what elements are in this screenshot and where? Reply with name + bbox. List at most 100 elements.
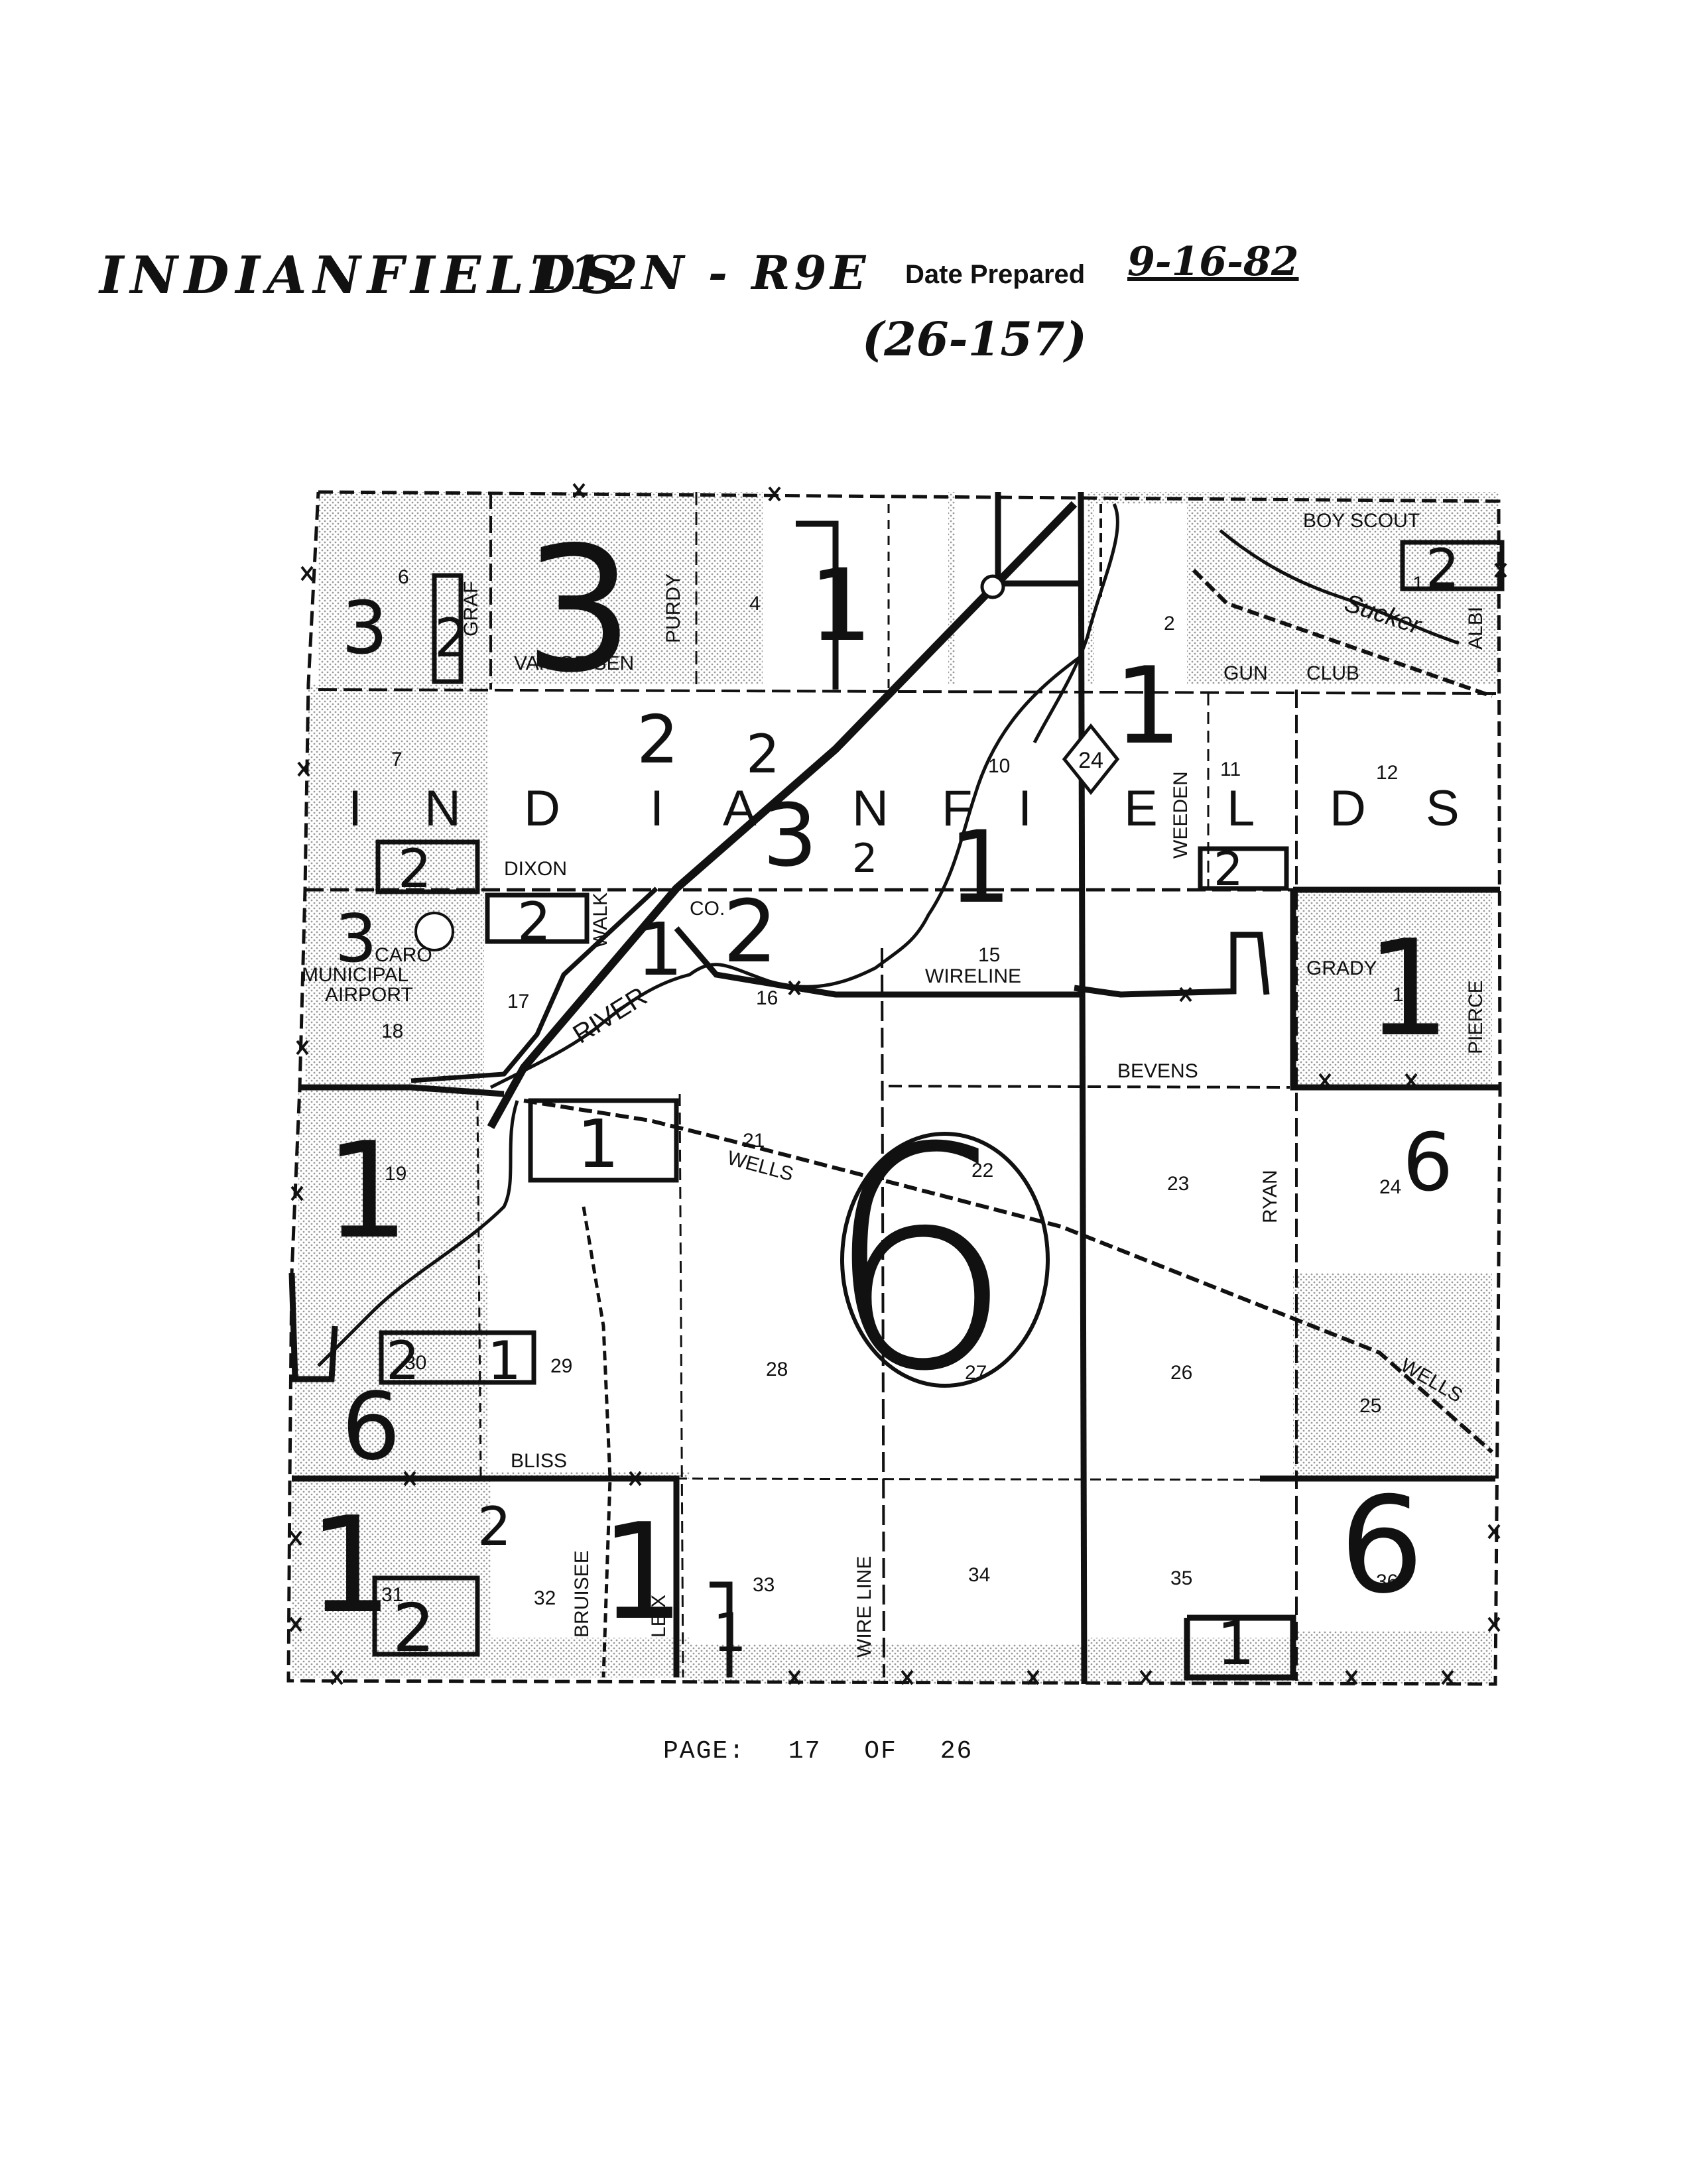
section-number: 28 xyxy=(766,1359,788,1380)
road-gun: GUN xyxy=(1223,662,1268,684)
boundary-ticks xyxy=(289,483,1507,1685)
section-number: 15 xyxy=(978,944,1000,966)
road-walk: WALK xyxy=(590,892,611,948)
zone-number: 2 xyxy=(517,891,551,953)
road-ryan: RYAN xyxy=(1259,1170,1281,1223)
town-letter: N xyxy=(852,780,889,837)
town-letter: L xyxy=(1227,780,1255,837)
map-code: (26-157) xyxy=(862,312,1087,367)
section-number: 25 xyxy=(1359,1395,1381,1417)
road-co: CO. xyxy=(690,898,725,920)
town-letter: A xyxy=(723,780,757,837)
zone-number: 3 xyxy=(763,785,818,886)
zone-number: 3 xyxy=(342,585,388,670)
section-number: 30 xyxy=(405,1352,426,1374)
zone-number: 2 xyxy=(1214,842,1243,896)
section-number: 11 xyxy=(1220,758,1241,780)
section-number: 2 xyxy=(1164,613,1175,635)
section-number: 4 xyxy=(749,593,761,615)
road-pierce: PIERCE xyxy=(1465,980,1487,1054)
section-number: 19 xyxy=(385,1163,406,1185)
section-number: 1 xyxy=(1412,573,1424,595)
road-graf: GRAF xyxy=(460,581,482,637)
section-number: 33 xyxy=(753,1574,775,1596)
route-24-label: 24 xyxy=(1078,748,1103,773)
section-number: 31 xyxy=(381,1584,403,1606)
town-letter: N xyxy=(424,780,461,837)
section-number: 22 xyxy=(971,1160,993,1182)
section-number: 24 xyxy=(1379,1176,1401,1198)
section-number: 13 xyxy=(1393,984,1414,1006)
section-number: 10 xyxy=(988,755,1010,777)
town-letter: S xyxy=(1426,780,1460,837)
zone-number: 1 xyxy=(308,1488,393,1643)
zone-number: 3 xyxy=(524,511,633,711)
section-number: 36 xyxy=(1376,1571,1398,1593)
zone-number: 2 xyxy=(477,1496,511,1557)
rail-lines xyxy=(523,504,1493,1678)
section-number: 17 xyxy=(507,991,529,1012)
section-number: 34 xyxy=(968,1564,990,1586)
airport-line-2: MUNICIPAL xyxy=(302,964,408,986)
zone-number: 1 xyxy=(487,1330,521,1392)
zone-number: 2 xyxy=(723,881,778,982)
section-number: 12 xyxy=(1376,762,1398,784)
zone-number: 2 xyxy=(637,701,679,778)
page-total: 26 xyxy=(940,1737,973,1766)
zone-number: 1 xyxy=(1217,1609,1255,1679)
page-footer: PAGE: 17 OF 26 xyxy=(663,1737,999,1766)
road-purdy: PURDY xyxy=(662,574,684,643)
road-boy-scout: BOY SCOUT xyxy=(1303,510,1420,532)
highway-24 xyxy=(410,501,1078,1129)
zone-number: 2 xyxy=(393,1589,435,1667)
section-number: 7 xyxy=(391,749,403,770)
zone-number: 2 xyxy=(386,1330,420,1392)
road-club: CLUB xyxy=(1306,662,1359,684)
zone-number: 6 xyxy=(342,1373,401,1481)
zone-number: 1 xyxy=(1114,644,1182,768)
section-number: 32 xyxy=(534,1587,556,1609)
road-wireline: WIRELINE xyxy=(925,965,1021,987)
zone-number: 2 xyxy=(852,835,877,882)
zone-number: 1 xyxy=(1366,912,1450,1066)
road-weeden: WEEDEN xyxy=(1170,771,1192,859)
road-van-geisen: VAN GEISEN xyxy=(514,652,634,674)
zone-number: 1 xyxy=(809,548,872,664)
section-number: 26 xyxy=(1170,1362,1192,1384)
section-number: 21 xyxy=(743,1130,765,1152)
zone-number: 1 xyxy=(948,810,1011,926)
zone-number: 1 xyxy=(325,1114,409,1268)
road-wire-line: WIRE LINE xyxy=(853,1556,875,1658)
town-letter: I xyxy=(1018,780,1032,837)
section-number: 23 xyxy=(1167,1173,1189,1195)
section-numbers: 2 1 4 6 7 10 11 12 13 15 16 17 18 19 21 … xyxy=(381,566,1424,1609)
section-number: 6 xyxy=(398,566,409,588)
zone-number: 2 xyxy=(1426,538,1460,599)
page-label: PAGE: xyxy=(663,1737,746,1766)
town-letter: I xyxy=(348,780,362,837)
zone-number: 6 xyxy=(1403,1117,1453,1209)
town-letter: F xyxy=(942,780,972,837)
route-24-marker: 24 xyxy=(1062,723,1120,796)
township-name: INDIANFIELDS xyxy=(99,245,626,306)
road-leix: LEIX xyxy=(648,1595,670,1638)
section-number: 16 xyxy=(756,987,778,1009)
town-letter: D xyxy=(524,780,560,837)
zone-number: 1 xyxy=(600,1495,684,1650)
section-number: 29 xyxy=(550,1355,572,1377)
road-bliss: BLISS xyxy=(511,1450,567,1472)
township-range: T12N - R9E xyxy=(531,245,870,300)
zone-number: 1 xyxy=(637,907,683,992)
cass-river xyxy=(317,503,1460,1367)
airport-line-1: CARO xyxy=(375,944,432,966)
zone-number: 3 xyxy=(335,900,377,977)
airport-symbol xyxy=(414,912,454,951)
zone-blocks xyxy=(372,540,1505,1657)
airport-line-3: AIRPORT xyxy=(325,984,413,1006)
section-number: 35 xyxy=(1170,1567,1192,1589)
road-bruisee: BRUISEE xyxy=(571,1550,593,1638)
road-dixon: DIXON xyxy=(504,858,567,880)
zone-number: 6 xyxy=(1340,1469,1424,1623)
town-letter: D xyxy=(1330,780,1366,837)
town-letter: E xyxy=(1124,780,1158,837)
